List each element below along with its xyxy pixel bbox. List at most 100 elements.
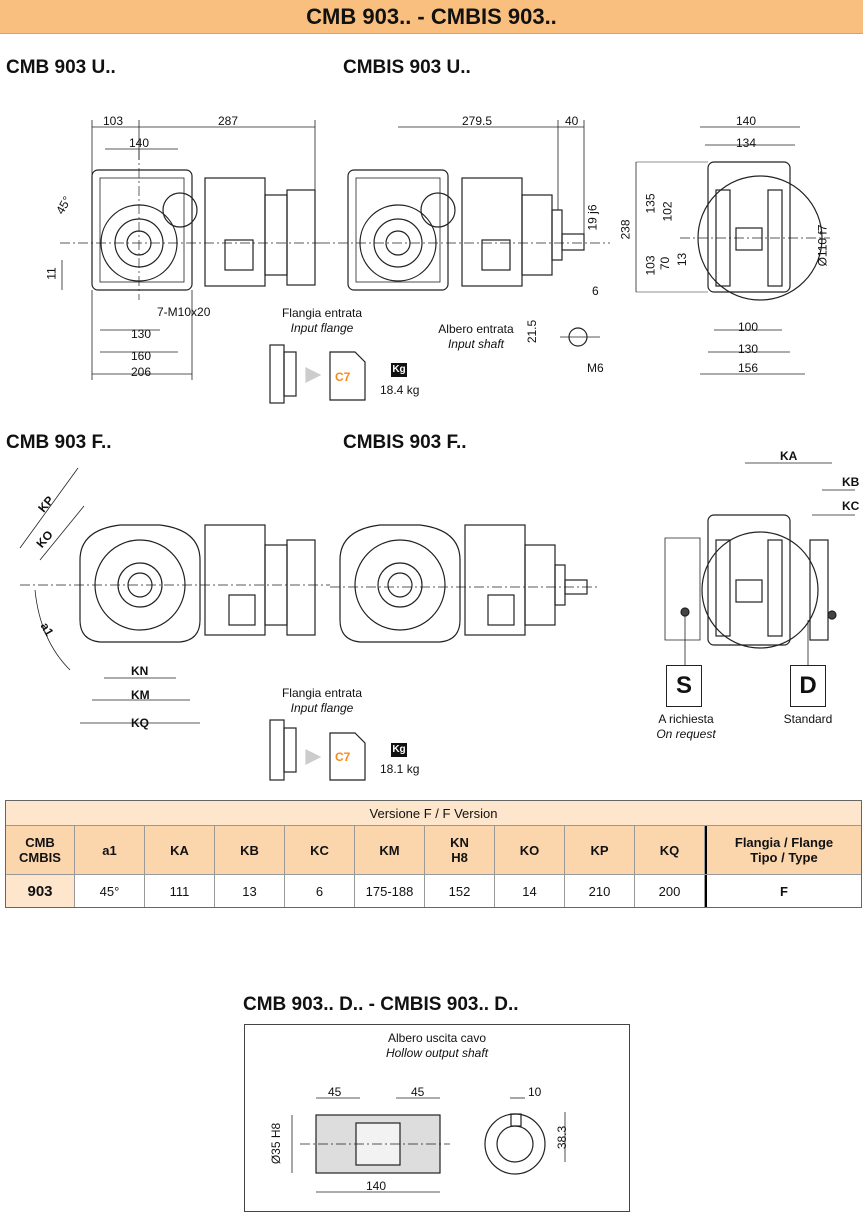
dim-160: 160 (131, 349, 152, 363)
cmb-u-dimensions (61, 120, 316, 380)
hollow-dim-45a: 45 (328, 1085, 342, 1099)
cell-a1: 45° (75, 875, 145, 907)
table-header-row: CMB CMBIS a1 KA KB KC KM KN H8 KO KP KQ … (6, 826, 861, 875)
header-kq: KQ (635, 826, 705, 874)
header-ko: KO (495, 826, 565, 874)
flange-icon-f (269, 719, 366, 781)
dim-103: 103 (103, 114, 124, 128)
cell-kc: 6 (285, 875, 355, 907)
dim-130: 130 (131, 327, 152, 341)
section-title-cmbis-u: CMBIS 903 U.. (343, 57, 471, 78)
cell-flange-type: F (705, 875, 861, 907)
dim-140: 140 (129, 136, 150, 150)
shaft-u-label-it: Albero entrata (438, 322, 514, 336)
side-dim-238: 238 (618, 219, 633, 240)
hollow-dim-45b: 45 (411, 1085, 425, 1099)
header-km: KM (355, 826, 425, 874)
side-dim-70: 70 (658, 256, 673, 271)
side-dim-100: 100 (738, 320, 759, 334)
dim-kq: KQ (131, 716, 149, 730)
flange-f-code: C7 (335, 750, 351, 764)
hollow-label-en: Hollow output shaft (385, 1046, 489, 1060)
header-kc: KC (285, 826, 355, 874)
dim-kn: KN (131, 664, 149, 678)
dim-kc: KC (842, 499, 860, 513)
hollow-dim-140: 140 (366, 1179, 387, 1193)
dim-6: 6 (592, 284, 599, 298)
flange-u-label-it: Flangia entrata (281, 306, 363, 320)
dimensions-table: Versione F / F Version CMB CMBIS a1 KA K… (5, 800, 862, 908)
section-title-cmb-u: CMB 903 U.. (6, 57, 116, 78)
side-d-box: D (790, 665, 826, 707)
side-dim-103: 103 (643, 255, 658, 276)
dim-kb: KB (842, 475, 860, 489)
cell-kn: 152 (425, 875, 495, 907)
side-dim-140: 140 (736, 114, 757, 128)
dim-ka: KA (780, 449, 798, 463)
hollow-dim-35h8: Ø35 H8 (269, 1122, 284, 1165)
side-dim-156: 156 (738, 361, 759, 375)
cmbis-f-drawing (330, 524, 600, 643)
hollow-shaft-box: Albero uscita cavo Hollow output shaft (244, 1024, 630, 1212)
side-dim-102: 102 (660, 201, 675, 222)
header-a1: a1 (75, 826, 145, 874)
flange-u-label: Flangia entrata Input flange (277, 306, 367, 336)
cell-kb: 13 (215, 875, 285, 907)
side-s-label-en: On request (656, 727, 716, 741)
side-s-label: A richiesta On request (650, 712, 722, 742)
side-dim-130: 130 (738, 342, 759, 356)
dim-m6: M6 (587, 361, 604, 375)
dim-19j6: 19 j6 (585, 204, 600, 231)
weight-f: 18.1 kg (380, 762, 420, 776)
section-title-cmb-f: CMB 903 F.. (6, 432, 112, 453)
dim-thread: 7-M10x20 (157, 305, 211, 319)
cmb-f-drawing (19, 467, 330, 724)
table-row: 903 45° 111 13 6 175-188 152 14 210 200 … (6, 875, 861, 907)
side-view-u-drawing (635, 126, 830, 375)
weight-u: 18.4 kg (380, 383, 420, 397)
page-title: CMB 903.. - CMBIS 903.. (306, 3, 557, 29)
flange-u-code: C7 (335, 370, 351, 384)
page-header: CMB 903.. - CMBIS 903.. (0, 0, 863, 34)
version-row: Versione F / F Version (6, 801, 861, 826)
side-view-f-drawing (664, 462, 855, 665)
side-dim-13: 13 (675, 252, 690, 267)
section-title-cmbis-f: CMBIS 903 F.. (343, 432, 467, 453)
header-kp: KP (565, 826, 635, 874)
cmb-u-drawing (60, 150, 320, 300)
section-title-hollow: CMB 903.. D.. - CMBIS 903.. D.. (243, 994, 519, 1015)
shaft-u-label: Albero entrata Input shaft (430, 322, 522, 352)
cell-kq: 200 (635, 875, 705, 907)
hollow-label-it: Albero uscita cavo (387, 1031, 487, 1045)
dim-279-5: 279.5 (462, 114, 493, 128)
dim-287: 287 (218, 114, 239, 128)
hollow-dim-10: 10 (528, 1085, 542, 1099)
side-s-label-it: A richiesta (658, 712, 714, 726)
cell-kp: 210 (565, 875, 635, 907)
flange-icon-u (269, 344, 366, 404)
hollow-shaft-label: Albero uscita cavo Hollow output shaft (345, 1031, 529, 1061)
cell-ko: 14 (495, 875, 565, 907)
side-dim-135: 135 (643, 193, 658, 214)
dim-40: 40 (565, 114, 579, 128)
cmbis-u-drawing (320, 120, 610, 347)
cell-model: 903 (6, 875, 75, 907)
flange-f-label-en: Input flange (290, 701, 354, 715)
header-kn: KN H8 (425, 826, 495, 874)
cell-km: 175-188 (355, 875, 425, 907)
flange-f-label: Flangia entrata Input flange (277, 686, 367, 716)
dim-km: KM (131, 688, 150, 702)
flange-f-label-it: Flangia entrata (281, 686, 363, 700)
weight-u-kg-icon: Kg (391, 363, 407, 377)
flange-u-label-en: Input flange (290, 321, 354, 335)
hollow-shaft-drawing (291, 1097, 566, 1193)
cell-ka: 111 (145, 875, 215, 907)
header-ka: KA (145, 826, 215, 874)
side-d-label: Standard (783, 712, 833, 726)
header-model: CMB CMBIS (6, 826, 75, 874)
hollow-dim-38-3: 38.3 (555, 1125, 570, 1150)
shaft-u-label-en: Input shaft (447, 337, 505, 351)
dim-11: 11 (44, 267, 59, 280)
dim-206: 206 (131, 365, 152, 379)
